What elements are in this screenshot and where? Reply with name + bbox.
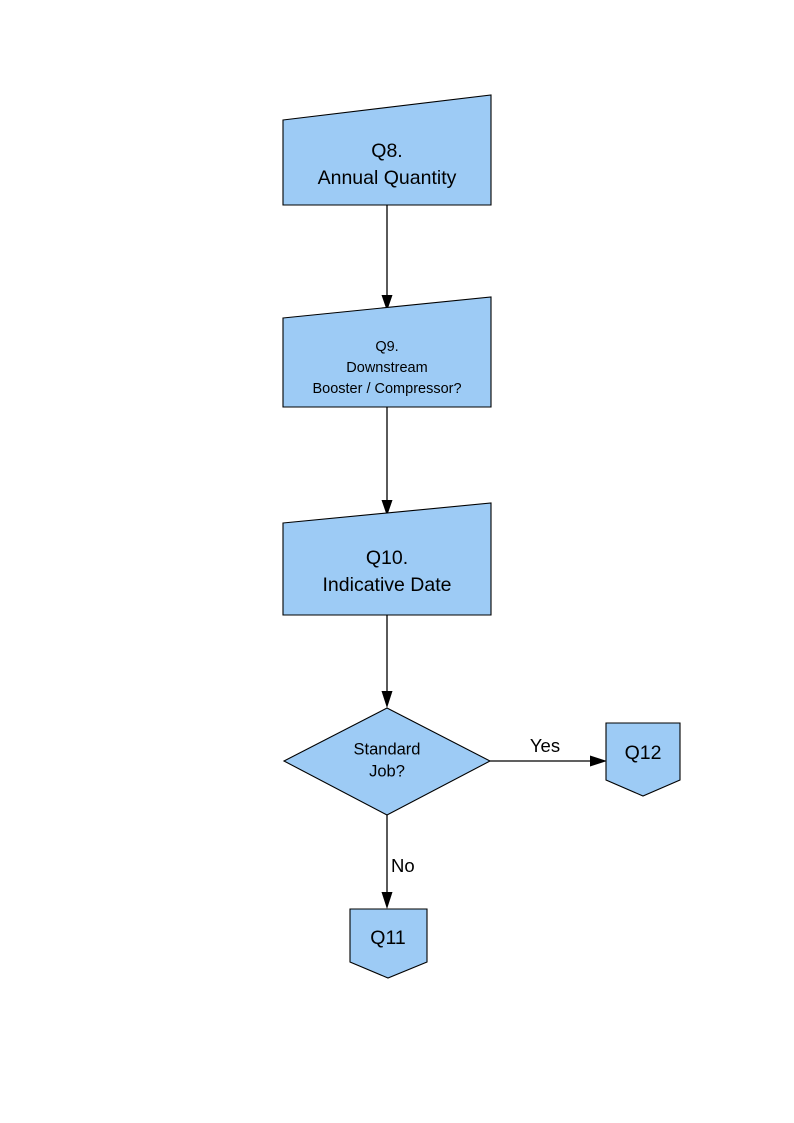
node-q8-label-line1: Q8. — [371, 140, 402, 162]
arrow-head-q8-q9 — [381, 295, 393, 311]
edge-label-no: No — [391, 855, 415, 876]
edge-decision-to-q12: Yes — [490, 735, 607, 767]
node-decision-shape[interactable] — [282, 707, 492, 816]
edge-decision-to-q11: No — [381, 815, 415, 909]
node-q9-label-line1: Q9. — [375, 339, 398, 355]
node-q9-label-line3: Booster / Compressor? — [312, 381, 461, 397]
node-q8-shape[interactable] — [282, 94, 492, 206]
node-q12-shape[interactable] — [605, 722, 681, 797]
node-q8-label-line2: Annual Quantity — [318, 167, 457, 189]
node-q10[interactable]: Q10. Indicative Date — [282, 502, 492, 616]
node-q10-label-line1: Q10. — [366, 547, 408, 569]
node-q11-label: Q11 — [370, 927, 405, 949]
edge-label-yes: Yes — [530, 735, 560, 756]
node-decision-label-line1: Standard — [354, 740, 421, 758]
arrow-head-decision-q11 — [381, 892, 393, 909]
node-q9-shape[interactable] — [282, 296, 492, 408]
arrow-head-decision-q12 — [590, 755, 607, 767]
node-q9[interactable]: Q9. Downstream Booster / Compressor? — [282, 296, 492, 408]
node-q9-label-line2: Downstream — [346, 360, 427, 376]
edge-q9-to-q10 — [381, 407, 393, 516]
node-q8[interactable]: Q8. Annual Quantity — [282, 94, 492, 206]
node-q10-label-line2: Indicative Date — [323, 574, 452, 596]
node-q11[interactable]: Q11 — [349, 908, 428, 979]
node-decision-standard-job[interactable]: Standard Job? — [282, 707, 492, 816]
node-q10-shape[interactable] — [282, 502, 492, 616]
node-q12-label: Q12 — [625, 742, 662, 764]
edge-q10-to-decision — [381, 615, 393, 708]
arrow-head-q10-decision — [381, 691, 393, 708]
arrow-head-q9-q10 — [381, 500, 393, 516]
node-decision-label-line2: Job? — [369, 762, 405, 780]
node-q12[interactable]: Q12 — [605, 722, 681, 797]
edge-q8-to-q9 — [381, 205, 393, 311]
node-q11-shape[interactable] — [349, 908, 428, 979]
